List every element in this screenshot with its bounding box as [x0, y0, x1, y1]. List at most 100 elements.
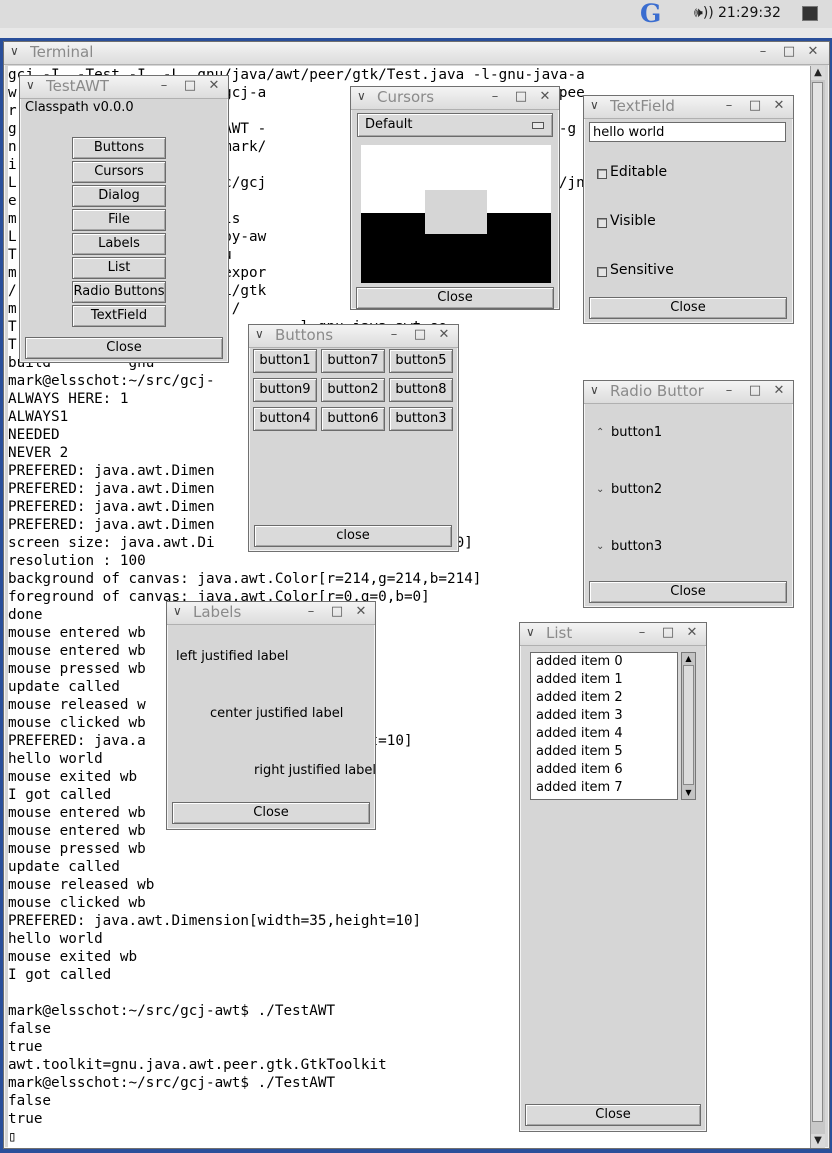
terminal-titlebar[interactable]: ∨ Terminal – □ ✕ — [4, 42, 829, 65]
radio-titlebar[interactable]: ∨ Radio Buttor – □ ✕ — [584, 381, 793, 404]
testawt-titlebar[interactable]: ∨ TestAWT – □ ✕ — [20, 76, 228, 99]
close-icon[interactable]: ✕ — [773, 98, 785, 113]
radio-label[interactable]: button2 — [611, 482, 663, 497]
list-item[interactable]: added item 7 — [536, 780, 623, 795]
scroll-up-icon[interactable]: ▲ — [811, 66, 825, 80]
testawt-menu-button[interactable]: TextField — [72, 305, 166, 327]
close-icon[interactable]: ✕ — [686, 625, 698, 640]
list-titlebar[interactable]: ∨ List – □ ✕ — [520, 623, 706, 646]
list-item[interactable]: added item 1 — [536, 672, 623, 687]
grid-button[interactable]: button4 — [253, 407, 317, 431]
scroll-down-icon[interactable]: ▼ — [811, 1134, 825, 1148]
grid-button[interactable]: button1 — [253, 349, 317, 373]
labels-titlebar[interactable]: ∨ Labels – □ ✕ — [167, 602, 375, 625]
grid-button[interactable]: button6 — [321, 407, 385, 431]
checkbox-label[interactable]: Sensitive — [610, 262, 674, 278]
close-icon[interactable]: ✕ — [807, 44, 819, 59]
maximize-icon[interactable]: □ — [748, 383, 762, 398]
grid-button[interactable]: button2 — [321, 378, 385, 402]
grid-button[interactable]: button7 — [321, 349, 385, 373]
minimize-icon[interactable]: – — [307, 604, 315, 619]
cursors-close-button[interactable]: Close — [356, 287, 554, 309]
radio-indicator-icon[interactable]: ⌃ — [596, 427, 605, 438]
window-menu-icon[interactable]: ∨ — [173, 604, 182, 618]
testawt-menu-button[interactable]: Cursors — [72, 161, 166, 183]
radio-close-button[interactable]: Close — [589, 581, 787, 603]
window-menu-icon[interactable]: ∨ — [357, 89, 366, 103]
checkbox-label[interactable]: Editable — [610, 164, 668, 180]
list-item[interactable]: added item 4 — [536, 726, 623, 741]
close-icon[interactable]: ✕ — [208, 78, 220, 93]
maximize-icon[interactable]: □ — [183, 78, 197, 93]
cursor-canvas[interactable] — [361, 145, 551, 283]
window-menu-icon[interactable]: ∨ — [590, 383, 599, 397]
window-menu-icon[interactable]: ∨ — [26, 78, 35, 92]
minimize-icon[interactable]: – — [759, 44, 767, 59]
grid-button[interactable]: button5 — [389, 349, 453, 373]
grid-button[interactable]: button8 — [389, 378, 453, 402]
textfield-close-button[interactable]: Close — [589, 297, 787, 319]
testawt-menu-button[interactable]: Buttons — [72, 137, 166, 159]
radio-label[interactable]: button3 — [611, 539, 663, 554]
terminal-scrollbar[interactable]: ▲ ▼ — [810, 66, 825, 1148]
minimize-icon[interactable]: – — [160, 78, 168, 93]
grid-button[interactable]: button9 — [253, 378, 317, 402]
close-icon[interactable]: ✕ — [539, 89, 551, 104]
buttons-close-button[interactable]: close — [254, 525, 452, 547]
volume-icon[interactable]: 🕪)) — [694, 5, 714, 21]
hello-textfield[interactable] — [589, 122, 786, 142]
testawt-menu-button[interactable]: Radio Buttons — [72, 281, 166, 303]
window-menu-icon[interactable]: ∨ — [590, 98, 599, 112]
minimize-icon[interactable]: – — [725, 383, 733, 398]
testawt-close-button[interactable]: Close — [25, 337, 223, 359]
cursors-titlebar[interactable]: ∨ Cursors – □ ✕ — [351, 87, 559, 110]
window-menu-icon[interactable]: ∨ — [10, 44, 19, 58]
maximize-icon[interactable]: □ — [514, 89, 528, 104]
maximize-icon[interactable]: □ — [413, 327, 427, 342]
testawt-menu-button[interactable]: Labels — [72, 233, 166, 255]
maximize-icon[interactable]: □ — [330, 604, 344, 619]
labels-close-button[interactable]: Close — [172, 802, 370, 824]
buttons-titlebar[interactable]: ∨ Buttons – □ ✕ — [249, 325, 458, 348]
list-close-button[interactable]: Close — [525, 1104, 701, 1126]
minimize-icon[interactable]: – — [491, 89, 499, 104]
checkbox-icon[interactable] — [597, 169, 607, 179]
radio-label[interactable]: button1 — [611, 425, 663, 440]
maximize-icon[interactable]: □ — [748, 98, 762, 113]
tray-icon[interactable] — [802, 6, 818, 21]
window-menu-icon[interactable]: ∨ — [526, 625, 535, 639]
radio-indicator-icon[interactable]: ⌄ — [596, 484, 605, 495]
maximize-icon[interactable]: □ — [782, 44, 796, 59]
scroll-down-icon[interactable]: ▼ — [685, 788, 692, 797]
window-menu-icon[interactable]: ∨ — [255, 327, 264, 341]
list-scrollbar[interactable]: ▲ ▼ — [681, 652, 696, 800]
close-icon[interactable]: ✕ — [438, 327, 450, 342]
grid-button[interactable]: button3 — [389, 407, 453, 431]
clock[interactable]: 21:29:32 — [718, 5, 781, 21]
testawt-menu-button[interactable]: File — [72, 209, 166, 231]
minimize-icon[interactable]: – — [638, 625, 646, 640]
testawt-menu-button[interactable]: Dialog — [72, 185, 166, 207]
checkbox-icon[interactable] — [597, 267, 607, 277]
scroll-up-icon[interactable]: ▲ — [685, 654, 692, 663]
radio-indicator-icon[interactable]: ⌄ — [596, 541, 605, 552]
checkbox-label[interactable]: Visible — [610, 213, 656, 229]
list-item[interactable]: added item 2 — [536, 690, 623, 705]
google-logo-icon[interactable]: G — [640, 0, 662, 28]
minimize-icon[interactable]: – — [390, 327, 398, 342]
testawt-menu-button[interactable]: List — [72, 257, 166, 279]
scroll-thumb[interactable] — [812, 82, 823, 1122]
list-item[interactable]: added item 6 — [536, 762, 623, 777]
list-item[interactable]: added item 3 — [536, 708, 623, 723]
list-item[interactable]: added item 5 — [536, 744, 623, 759]
close-icon[interactable]: ✕ — [773, 383, 785, 398]
checkbox-icon[interactable] — [597, 218, 607, 228]
list-item[interactable]: added item 0 — [536, 654, 623, 669]
textfield-titlebar[interactable]: ∨ TextField – □ ✕ — [584, 96, 793, 119]
cursor-select[interactable]: Default — [357, 113, 553, 137]
maximize-icon[interactable]: □ — [661, 625, 675, 640]
close-icon[interactable]: ✕ — [355, 604, 367, 619]
item-list[interactable]: added item 0 added item 1 added item 2 adde… — [530, 652, 678, 800]
list-scroll-thumb[interactable] — [683, 665, 694, 785]
minimize-icon[interactable]: – — [725, 98, 733, 113]
